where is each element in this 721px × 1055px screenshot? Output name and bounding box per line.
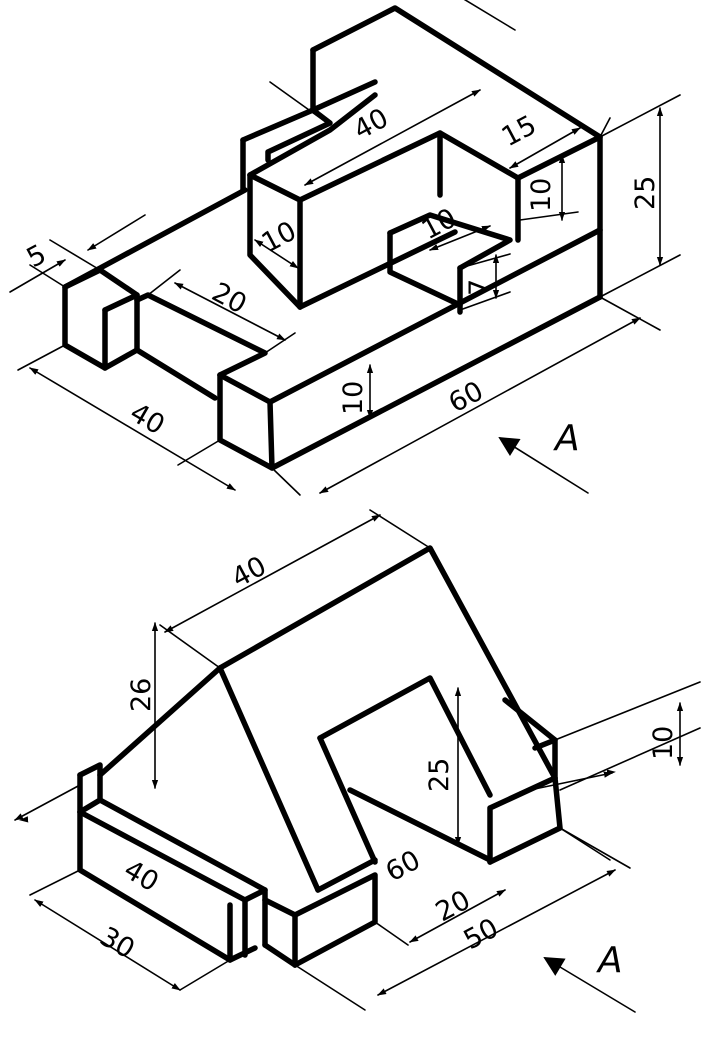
view-direction-a-1: A [498, 418, 589, 494]
dim-label: 10 [257, 216, 302, 260]
dim-label: 10 [338, 381, 369, 415]
part-1-outline [62, 5, 603, 471]
dim-label: 20 [431, 885, 476, 929]
dim-label: 10 [648, 726, 679, 760]
view-direction-a-2: A [543, 940, 636, 1013]
dim-label: 25 [630, 176, 661, 210]
dim-label: 25 [424, 758, 455, 792]
dim-label: 26 [126, 678, 157, 712]
isometric-part-1: 40 15 25 10 10 10 7 5 20 40 10 60 A [9, 0, 681, 496]
view-label: A [553, 418, 580, 459]
part-2-outline [77, 545, 563, 968]
part-2-dimension-lines [14, 509, 701, 1011]
dim-label: 40 [125, 397, 170, 441]
part-1-dimension-lines [9, 0, 681, 496]
dim-label: 5 [22, 239, 52, 274]
part-2-dimension-labels: 40 26 25 10 40 30 60 20 50 [95, 551, 680, 966]
dim-label: 15 [497, 110, 542, 154]
dim-label: 20 [207, 277, 252, 321]
dim-label: 60 [444, 376, 489, 420]
dim-label: 40 [227, 551, 272, 595]
dim-label: 7 [464, 279, 495, 296]
dim-label: 40 [119, 854, 164, 898]
isometric-part-2: 40 26 25 10 40 30 60 20 50 A [14, 509, 701, 1013]
dim-label: 60 [381, 845, 426, 889]
dim-label: 30 [95, 921, 140, 965]
view-label: A [596, 940, 623, 981]
dim-label: 10 [526, 178, 557, 212]
